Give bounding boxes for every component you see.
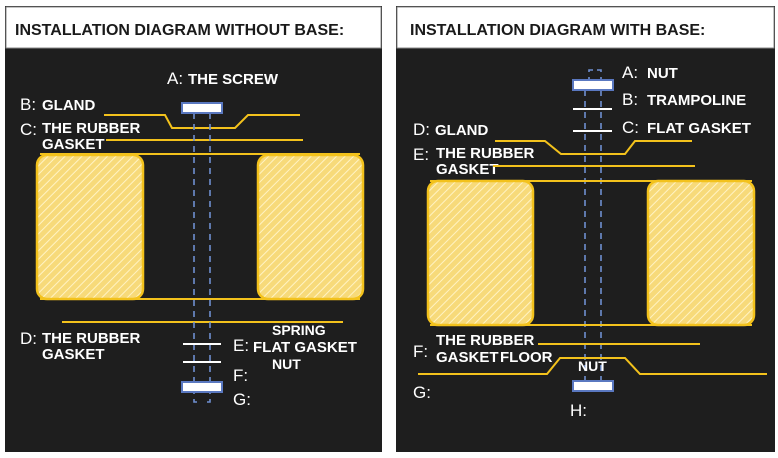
label-c-text-1: THE RUBBER [42,120,141,137]
label-e-text: FLAT GASKET [253,339,357,356]
base-line [418,357,767,375]
label-a-text: THE SCREW [188,71,279,88]
panel-with-base: INSTALLATION DIAGRAM WITH BASE: A: NUT B… [396,6,775,452]
label-d-letter: D: [20,329,37,348]
nut-icon [181,381,223,393]
label-d-text: GLAND [435,122,488,139]
panel-header [5,6,382,49]
screw-head-icon [181,102,223,114]
gland-line [104,114,300,129]
label-e-text-2: GASKET [436,161,499,178]
label-e-text-top: SPRING [272,322,326,338]
label-e-letter: E: [413,145,429,164]
label-f-letter: F: [233,366,248,385]
label-f-letter: F: [413,342,428,361]
label-a-text: NUT [647,65,678,82]
panel-title: INSTALLATION DIAGRAM WITH BASE: [410,22,705,39]
label-a-letter: A: [167,69,183,88]
label-e-text-1: THE RUBBER [436,145,535,162]
screw-shaft [193,113,211,403]
bottom-nut-icon [572,380,614,392]
label-b-text: GLAND [42,97,95,114]
label-f-text-1: THE RUBBER [436,332,535,349]
label-b-letter: B: [622,90,638,109]
label-e-letter: E: [233,336,249,355]
bolt-shaft [584,69,602,383]
label-c-letter: C: [622,118,639,137]
label-c-text: FLAT GASKET [647,120,751,137]
label-d-text-1: THE RUBBER [42,330,141,347]
nut-label: NUT [578,358,607,374]
label-c-text-2: GASKET [42,136,105,153]
label-f-text-2: GASKET [436,349,499,366]
gland-line [495,140,692,155]
label-f-text-floor: FLOOR [500,349,553,366]
label-e-text-bottom: NUT [272,356,301,372]
label-d-text-2: GASKET [42,346,105,363]
label-b-letter: B: [20,95,36,114]
top-nut-icon [572,79,614,91]
label-g-letter: G: [413,383,431,402]
foam-block-right [646,179,756,327]
label-g-letter: G: [233,390,251,409]
panel-title: INSTALLATION DIAGRAM WITHOUT BASE: [15,22,344,39]
panel-header [396,6,775,49]
panel-without-base: INSTALLATION DIAGRAM WITHOUT BASE: A: TH… [5,6,382,452]
label-h-letter: H: [570,401,587,420]
foam-block-left [426,179,535,327]
label-c-letter: C: [20,120,37,139]
label-b-text: TRAMPOLINE [647,92,746,109]
foam-block-right [256,153,365,301]
label-d-letter: D: [413,120,430,139]
foam-block-left [35,153,145,301]
label-a-letter: A: [622,63,638,82]
